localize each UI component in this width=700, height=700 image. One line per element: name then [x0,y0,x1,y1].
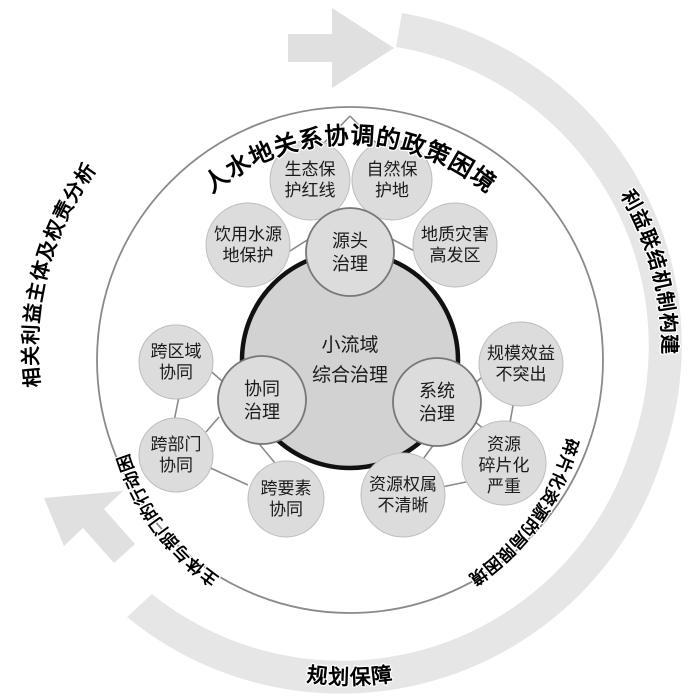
pillar-collaborative-governance-line1: 协同 [244,379,280,399]
node-nature-reserve-line2: 护地 [375,181,409,200]
top-arrow-head [288,8,394,88]
outer-ring-label-left: 相关利益主体及权责分析 [18,158,101,388]
node-cross-element-line1: 跨要素 [261,479,312,498]
pillar-hubs: 源头 治理 协同 治理 系统 治理 [217,207,482,447]
node-cross-region[interactable] [138,324,214,400]
node-resource-fragmentation-line3: 严重 [487,477,521,496]
node-nature-reserve-line1: 自然保 [367,160,418,179]
node-geohazard-zone[interactable] [412,202,498,288]
title-arc-textpath: 人水地关系协调的政策困境 [198,121,502,200]
pillar-collaborative-governance-line2: 治理 [244,402,280,422]
pillar-source-governance[interactable] [305,207,395,297]
core-text: 小流域 综合治理 [312,334,388,386]
inner-thin-ring [96,106,604,614]
pillar-source-governance-line1: 源头 [332,231,368,251]
node-cross-element-line2: 协同 [269,500,303,519]
title-arc: 人水地关系协调的政策困境 [199,122,501,198]
node-cross-department-line1: 跨部门 [151,435,202,454]
core-line1: 小流域 [321,334,378,356]
node-scale-benefit-line2: 不突出 [496,365,547,384]
pillar-systemic-governance[interactable] [392,357,482,447]
node-eco-redline[interactable] [269,139,351,221]
node-geohazard-zone-line1: 地质灾害 [421,225,489,244]
node-resource-fragmentation[interactable] [461,420,547,506]
node-resource-ownership[interactable] [360,452,446,538]
node-resource-ownership-line2: 不清晰 [378,496,429,515]
node-drinking-water-source-line1: 饮用水源 [214,225,282,244]
node-eco-redline-line1: 生态保 [285,160,336,179]
node-drinking-water-source-line2: 地保护 [223,246,274,265]
node-drinking-water-source[interactable] [205,202,291,288]
node-cross-department[interactable] [138,417,214,493]
node-geohazard-zone-line2: 高发区 [430,246,481,265]
node-scale-benefit-line1: 规模效益 [487,344,555,363]
node-scale-benefit[interactable] [478,321,564,407]
node-resource-fragmentation-line1: 资源 [487,435,521,454]
collaborative-branch: 跨区域 协同 跨部门 协同 跨要素 协同 [138,324,325,538]
bottom-left-arrow-head [44,491,135,563]
pillar-collaborative-governance[interactable] [217,355,307,445]
core-line2: 综合治理 [312,364,388,386]
node-eco-redline-line2: 护红线 [285,181,336,200]
source-branch: 生态保 护红线 自然保 护地 饮用水源 地保护 地质灾害 高发区 [205,139,498,288]
pillar-systemic-governance-line1: 系统 [419,381,455,401]
node-cross-region-line1: 跨区域 [151,342,202,361]
systemic-branch: 规模效益 不突出 资源 碎片化 严重 资源权属 不清晰 [360,321,564,538]
node-cross-department-line2: 协同 [159,456,193,475]
pillar-systemic-governance-line2: 治理 [419,404,455,424]
node-cross-region-line2: 协同 [159,363,193,382]
outer-band-main [127,13,682,694]
outer-arrow-band [44,8,682,694]
pillar-source-governance-line2: 治理 [332,254,368,274]
connector-collab-dept [205,416,220,433]
connector-dept-factor [205,465,249,486]
node-resource-fragmentation-line2: 碎片化 [479,456,530,475]
node-nature-reserve[interactable] [351,139,433,221]
node-resource-ownership-line1: 资源权属 [369,475,437,494]
node-cross-element[interactable] [247,460,325,538]
outer-ring-label-left-textpath: 相关利益主体及权责分析 [17,157,102,390]
